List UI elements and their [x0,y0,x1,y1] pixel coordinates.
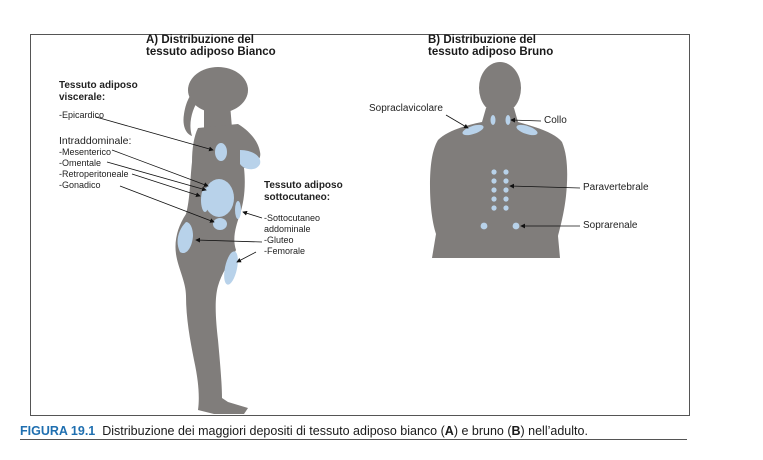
caption-text-2: ) e bruno ( [453,424,512,438]
label-collo: Collo [544,115,567,126]
panel-b-title-line2: tessuto adiposo Bruno [428,46,554,58]
deposit-paravertebrale [503,187,509,193]
white-fat-deposits [177,143,261,285]
arrow-epicardico [95,116,214,152]
deposit-gluteo [177,222,193,254]
figure-caption: FIGURA 19.1 Distribuzione dei maggiori d… [20,423,700,439]
caption-key-b: B [511,424,521,438]
deposit-retroperitoneale [201,188,209,212]
panel-b-title-line1: B) Distribuzione del [428,34,536,46]
deposit-sopraclavicolare-right [516,124,538,136]
subcutaneous-heading-line2: sottocutaneo: [264,192,331,203]
label-gonadico: -Gonadico [59,180,101,190]
caption-key-a: A [444,424,454,438]
label-epicardico: -Epicardico [59,110,105,120]
deposit-paravertebrale [491,196,497,202]
male-neck-shoulders [430,108,568,258]
caption-number: FIGURA 19.1 [20,424,96,438]
label-femorale: -Femorale [264,246,306,256]
figure-frame [30,34,690,416]
label-sottocutaneo-line2: addominale [264,224,311,234]
neck [204,104,232,132]
panel-a-title-line1: A) Distribuzione del [146,34,254,46]
arrow-femorale [236,251,257,263]
arrow-sottocutaneo [242,210,263,219]
label-omentale: -Omentale [59,158,102,168]
deposit-collo-left [490,115,496,125]
label-mesenterico: -Mesenterico [59,147,112,157]
deposit-epicardico [215,143,227,161]
deposit-gonadico [213,218,227,230]
caption-text-1: Distribuzione dei maggiori depositi di t… [102,424,445,438]
deposit-breast [240,150,261,170]
label-paravertebrale: Paravertebrale [583,182,649,193]
arrow-paravertebrale [509,183,581,189]
deposit-sopraclavicolare-left [462,124,484,136]
arrow-gluteo [195,237,263,243]
deposit-paravertebrale [491,205,497,211]
deposit-paravertebrale [503,169,509,175]
panel-a-title-line2: tessuto adiposo Bianco [146,46,276,58]
deposit-soprarenale-left [480,222,488,230]
deposit-soprarenale-right [512,222,520,230]
deposit-femorale [224,251,238,285]
caption-text-3: ) nell’adulto. [520,424,588,438]
brown-fat-deposits [462,115,538,230]
label-gluteo: -Gluteo [264,235,294,245]
caption-rule [20,439,687,440]
subcutaneous-heading-line1: Tessuto adiposo [264,180,343,191]
label-sopraclavicolare: Sopraclavicolare [369,103,443,114]
arrow-gonadico [119,185,215,223]
head [188,67,248,113]
arrow-mesenterico [111,149,209,187]
deposit-intraddominale [204,179,234,217]
arrow-collo [510,117,542,123]
male-head [479,62,521,114]
deposit-paravertebrale [503,178,509,184]
label-retroperitoneale: -Retroperitoneale [59,169,129,179]
deposit-collo-right [505,115,511,125]
male-back-silhouette [430,62,568,258]
deposit-paravertebrale [491,187,497,193]
visceral-heading-line1: Tessuto adiposo [59,80,138,91]
label-intraddominale: Intraddominale: [59,135,132,147]
deposit-paravertebrale [491,169,497,175]
deposit-sottocutaneo-addominale [235,201,241,219]
label-sottocutaneo-line1: -Sottocutaneo [264,213,321,223]
label-soprarenale: Soprarenale [583,220,638,231]
deposit-paravertebrale [503,196,509,202]
deposit-paravertebrale [503,205,509,211]
leader-lines [95,114,581,263]
deposit-paravertebrale [491,178,497,184]
arrow-retroperitoneale [131,173,201,198]
arrow-sopraclavicolare [445,114,469,129]
arrow-omentale [106,161,207,192]
visceral-heading-line2: viscerale: [59,92,106,103]
